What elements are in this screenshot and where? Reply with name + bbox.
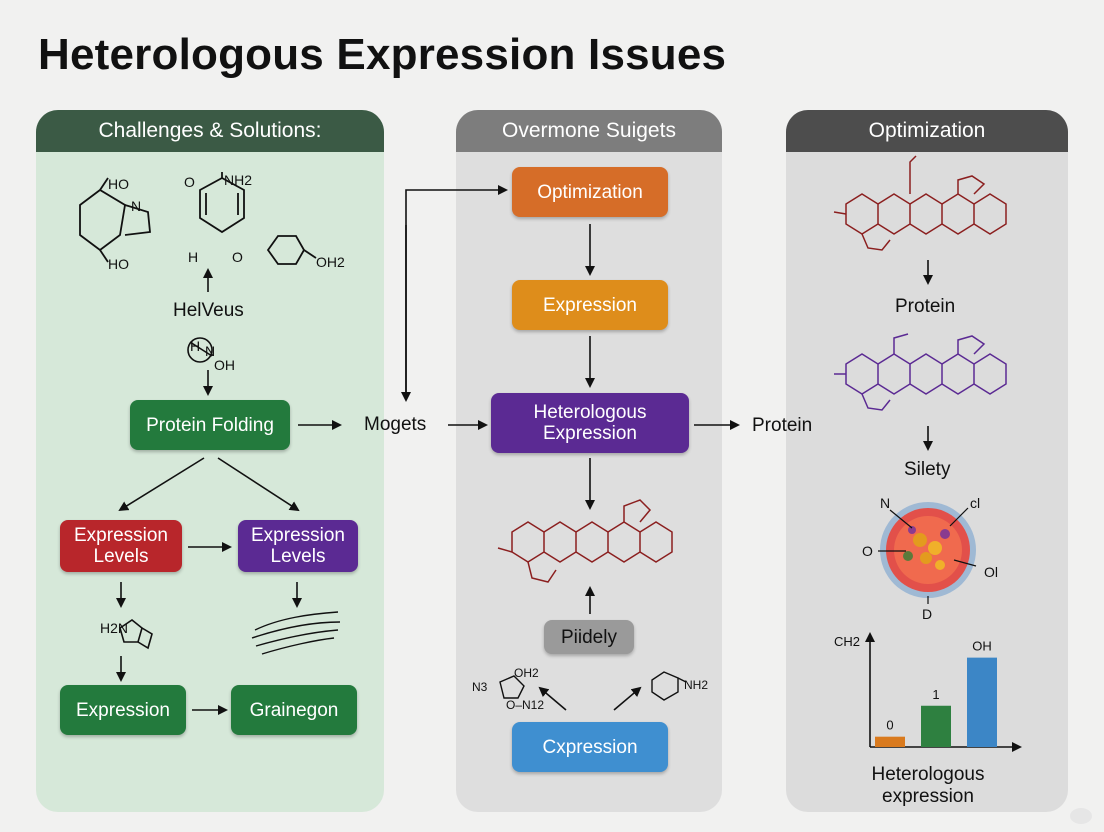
molecule-5-icon	[119, 619, 153, 650]
cell-label-cl: cl	[970, 495, 981, 511]
chart-bar-3	[967, 657, 997, 747]
optimization-box[interactable]: Optimization	[512, 167, 668, 217]
helveus-label: HelVeus	[173, 300, 244, 321]
mol-label-oh2: OH2	[316, 254, 345, 270]
grainegon-box[interactable]: Grainegon	[231, 685, 357, 735]
molecule-3-icon	[266, 235, 317, 265]
bar-chart: 0 1 OH	[865, 632, 1022, 752]
watermark-icon	[1070, 808, 1092, 824]
molecule-4-icon	[187, 337, 213, 363]
mol-label-nh2-mid: NH2	[684, 678, 709, 692]
cell-label-o: O	[862, 543, 873, 559]
chart-ylabel: CH2	[834, 634, 861, 649]
page-title: Heterologous Expression Issues	[38, 30, 727, 79]
mogets-label: Mogets	[364, 414, 427, 435]
molecule-right-top-icon	[833, 155, 1007, 251]
chart-bar-2	[921, 705, 951, 747]
mol-label-h: H	[188, 249, 199, 265]
mol-label-on12: O–N12	[506, 698, 545, 712]
expression-box[interactable]: Expression	[60, 685, 186, 735]
mol-label-n3: N3	[472, 680, 488, 694]
protein-folding-box[interactable]: Protein Folding	[130, 400, 290, 450]
molecule-1-icon	[79, 177, 151, 263]
molecule-right-mid-icon	[834, 333, 1007, 411]
molecule-small-left-icon	[499, 675, 525, 699]
protein-between-label: Protein	[752, 415, 813, 436]
chart-data-label-1: 0	[886, 718, 893, 733]
cell-label-d: D	[922, 606, 933, 622]
panel-heading-optimization: Optimization	[786, 110, 1068, 152]
protein-label: Protein	[895, 296, 956, 317]
cell-label-n: N	[880, 495, 891, 511]
fibers-icon	[251, 611, 341, 655]
molecule-middle-icon	[497, 499, 673, 583]
mol-label-oh: OH	[214, 357, 235, 373]
panel-heading-challenges: Challenges & Solutions:	[36, 110, 384, 152]
cell-icon	[880, 502, 976, 598]
molecule-2-icon	[199, 172, 245, 234]
piidely-box[interactable]: Piidely	[544, 620, 634, 654]
cell-label-ol: Ol	[984, 564, 998, 580]
expression-levels-box-1[interactable]: Expression Levels	[60, 520, 182, 572]
expression-middle-box[interactable]: Expression	[512, 280, 668, 330]
chart-data-label-2: 1	[932, 687, 939, 702]
panel-optimization: Optimization	[786, 110, 1068, 812]
mol-label-nh2: NH2	[224, 172, 253, 188]
mol-label-h2: H	[190, 338, 201, 354]
chart-bar-1	[875, 736, 905, 747]
mol-label-ho1: HO	[108, 176, 129, 192]
silety-label: Silety	[904, 459, 951, 480]
mol-label-h2n: H2N	[100, 620, 129, 636]
cxpression-box[interactable]: Cxpression	[512, 722, 668, 772]
mol-label-o2: O	[232, 249, 243, 265]
molecule-small-right-icon	[651, 671, 687, 701]
chart-data-label-3: OH	[972, 639, 992, 654]
panel-overmone: Overmone Suigets	[456, 110, 722, 812]
mol-label-oh2-mid: OH2	[514, 666, 539, 680]
expression-levels-box-2[interactable]: Expression Levels	[238, 520, 358, 572]
panel-heading-overmone: Overmone Suigets	[456, 110, 722, 152]
mol-label-n2: N	[205, 343, 216, 359]
mol-label-ho2: HO	[108, 256, 129, 272]
mol-label-o1: O	[184, 174, 195, 190]
mol-label-n1: N	[131, 198, 142, 214]
heterologous-expression-box[interactable]: Heterologous Expression	[491, 393, 689, 453]
chart-caption: Heterologous expression	[871, 764, 985, 807]
